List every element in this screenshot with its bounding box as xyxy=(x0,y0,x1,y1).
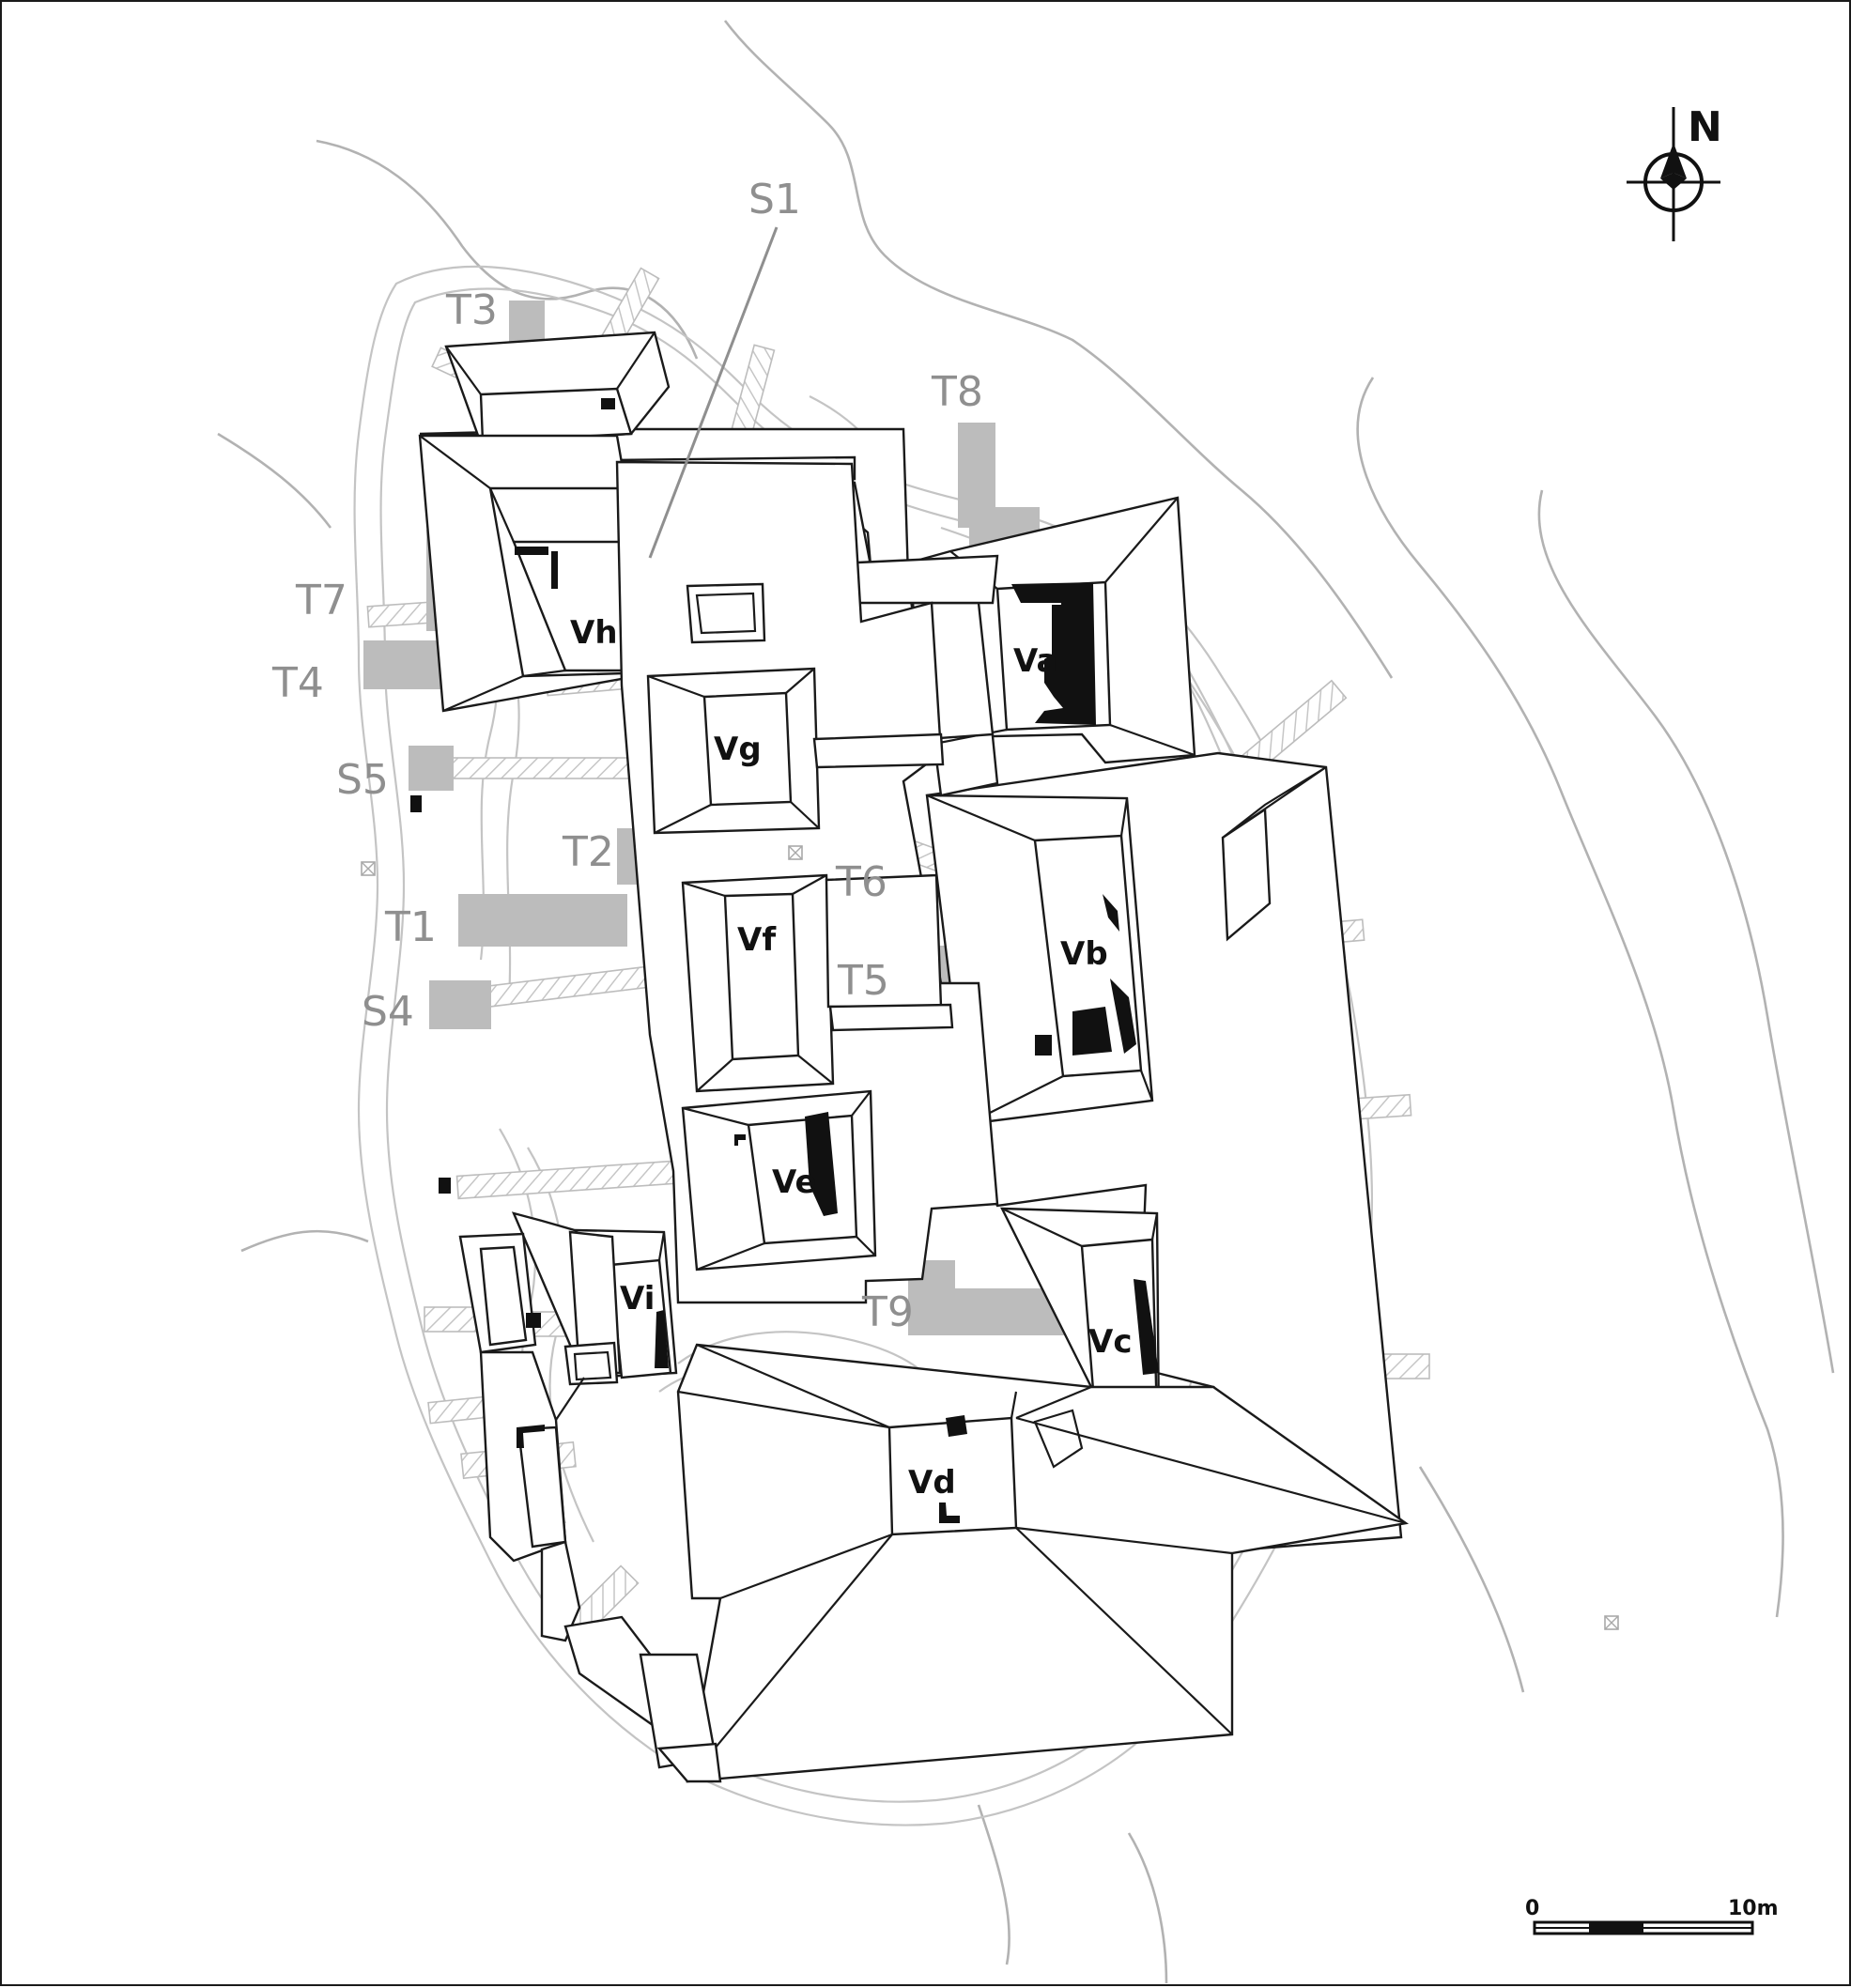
survey-marker-icon xyxy=(361,861,376,876)
label-t5: T5 xyxy=(837,957,889,1005)
label-t4: T4 xyxy=(271,659,324,707)
scale-end-label: 10m xyxy=(1728,1897,1779,1920)
north-arrow-icon: N xyxy=(1627,103,1722,241)
label-vi: Vi xyxy=(620,1280,655,1318)
label-va: Va xyxy=(1013,642,1057,680)
label-vh: Vh xyxy=(570,614,618,652)
trench-labels: S1 T3 T8 T7 T4 S5 T2 T6 T1 T5 S4 T9 xyxy=(271,176,983,1336)
label-t7: T7 xyxy=(295,577,347,624)
wall-remains xyxy=(410,398,1159,1523)
label-ve: Ve xyxy=(772,1164,817,1201)
label-t6: T6 xyxy=(835,858,887,906)
label-vf: Vf xyxy=(737,921,777,959)
label-t2: T2 xyxy=(562,828,614,876)
label-t1: T1 xyxy=(384,903,437,951)
label-t8: T8 xyxy=(931,368,983,416)
label-vb: Vb xyxy=(1060,935,1108,973)
label-t3: T3 xyxy=(445,286,498,334)
survey-markers xyxy=(361,845,1619,1630)
trench-t1-area xyxy=(458,894,627,947)
building-labels: Va Vb Vc Vd Ve Vf Vg Vh Vi xyxy=(570,614,1132,1502)
label-vg: Vg xyxy=(714,731,762,768)
label-s1: S1 xyxy=(748,176,801,223)
survey-marker-icon xyxy=(1604,1615,1619,1630)
trench-s4-area xyxy=(429,980,491,1029)
scale-bar: 0 10m xyxy=(1525,1897,1779,1935)
survey-marker-icon xyxy=(788,845,803,860)
north-label: N xyxy=(1688,103,1722,151)
scale-start-label: 0 xyxy=(1525,1897,1539,1920)
s1-leader-line xyxy=(648,226,779,559)
label-vd: Vd xyxy=(908,1464,956,1502)
label-s4: S4 xyxy=(362,988,414,1036)
label-t9: T9 xyxy=(861,1288,914,1336)
label-vc: Vc xyxy=(1088,1323,1132,1361)
architectural-plan xyxy=(418,331,1410,1783)
label-s5: S5 xyxy=(336,756,389,804)
trench-s5-area xyxy=(409,746,454,791)
